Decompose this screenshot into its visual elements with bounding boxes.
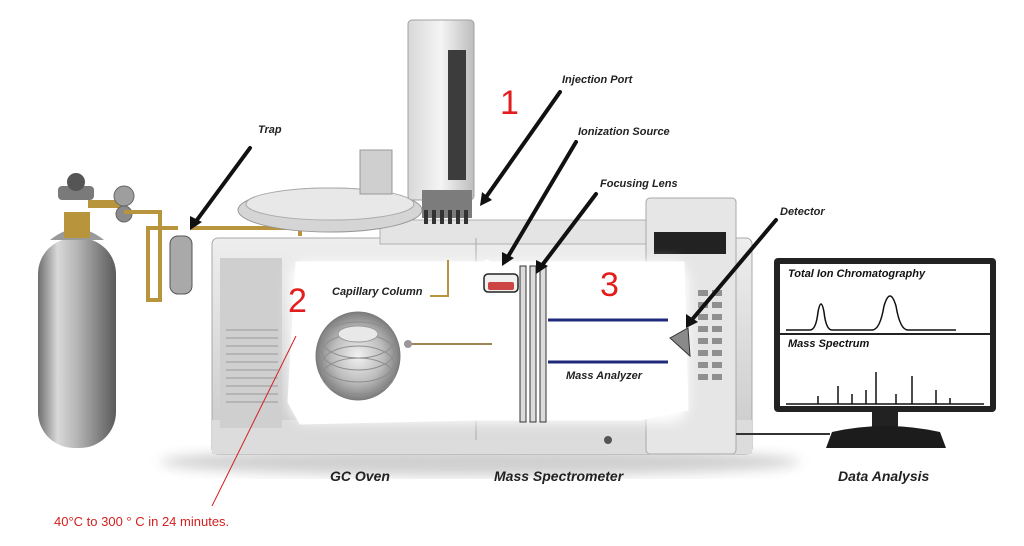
marker-3: 3 (600, 266, 619, 304)
label-ionization-source: Ionization Source (578, 126, 670, 138)
label-mass-spectrometer: Mass Spectrometer (494, 468, 624, 484)
gas-line (124, 210, 178, 302)
autosampler-tray (237, 149, 423, 233)
tic-trace (786, 295, 956, 331)
mass-spectrum-bars (786, 372, 984, 405)
note-pointer-line (211, 335, 297, 507)
marker-2: 2 (288, 282, 307, 320)
screen-label-mass-spectrum: Mass Spectrum (788, 338, 870, 350)
detector (669, 327, 691, 358)
focusing-lens (519, 265, 547, 423)
monitor (774, 258, 996, 448)
capillary-tubing (430, 260, 449, 297)
label-trap: Trap (258, 124, 282, 136)
capillary-coil (315, 311, 401, 401)
label-data-analysis: Data Analysis (838, 468, 930, 484)
floor-shadow (160, 448, 800, 476)
label-injection-port: Injection Port (562, 74, 633, 86)
gas-cylinder (38, 173, 135, 448)
screen-label-tic: Total Ion Chromatography (788, 268, 926, 280)
marker-1: 1 (500, 84, 519, 122)
pointer-arrows (192, 90, 778, 324)
autosampler-tower (407, 19, 475, 224)
arrow-heads (190, 192, 698, 328)
column-fitting (404, 340, 412, 348)
label-gc-oven: GC Oven (330, 468, 390, 484)
trap-canister (169, 235, 193, 295)
oven-temperature-note: 40°C to 300 ° C in 24 minutes. (54, 514, 230, 529)
label-mass-analyzer: Mass Analyzer (566, 370, 643, 382)
label-focusing-lens: Focusing Lens (600, 178, 678, 190)
ionization-source (483, 273, 519, 293)
label-capillary-column: Capillary Column (332, 286, 423, 298)
label-detector: Detector (780, 206, 825, 218)
